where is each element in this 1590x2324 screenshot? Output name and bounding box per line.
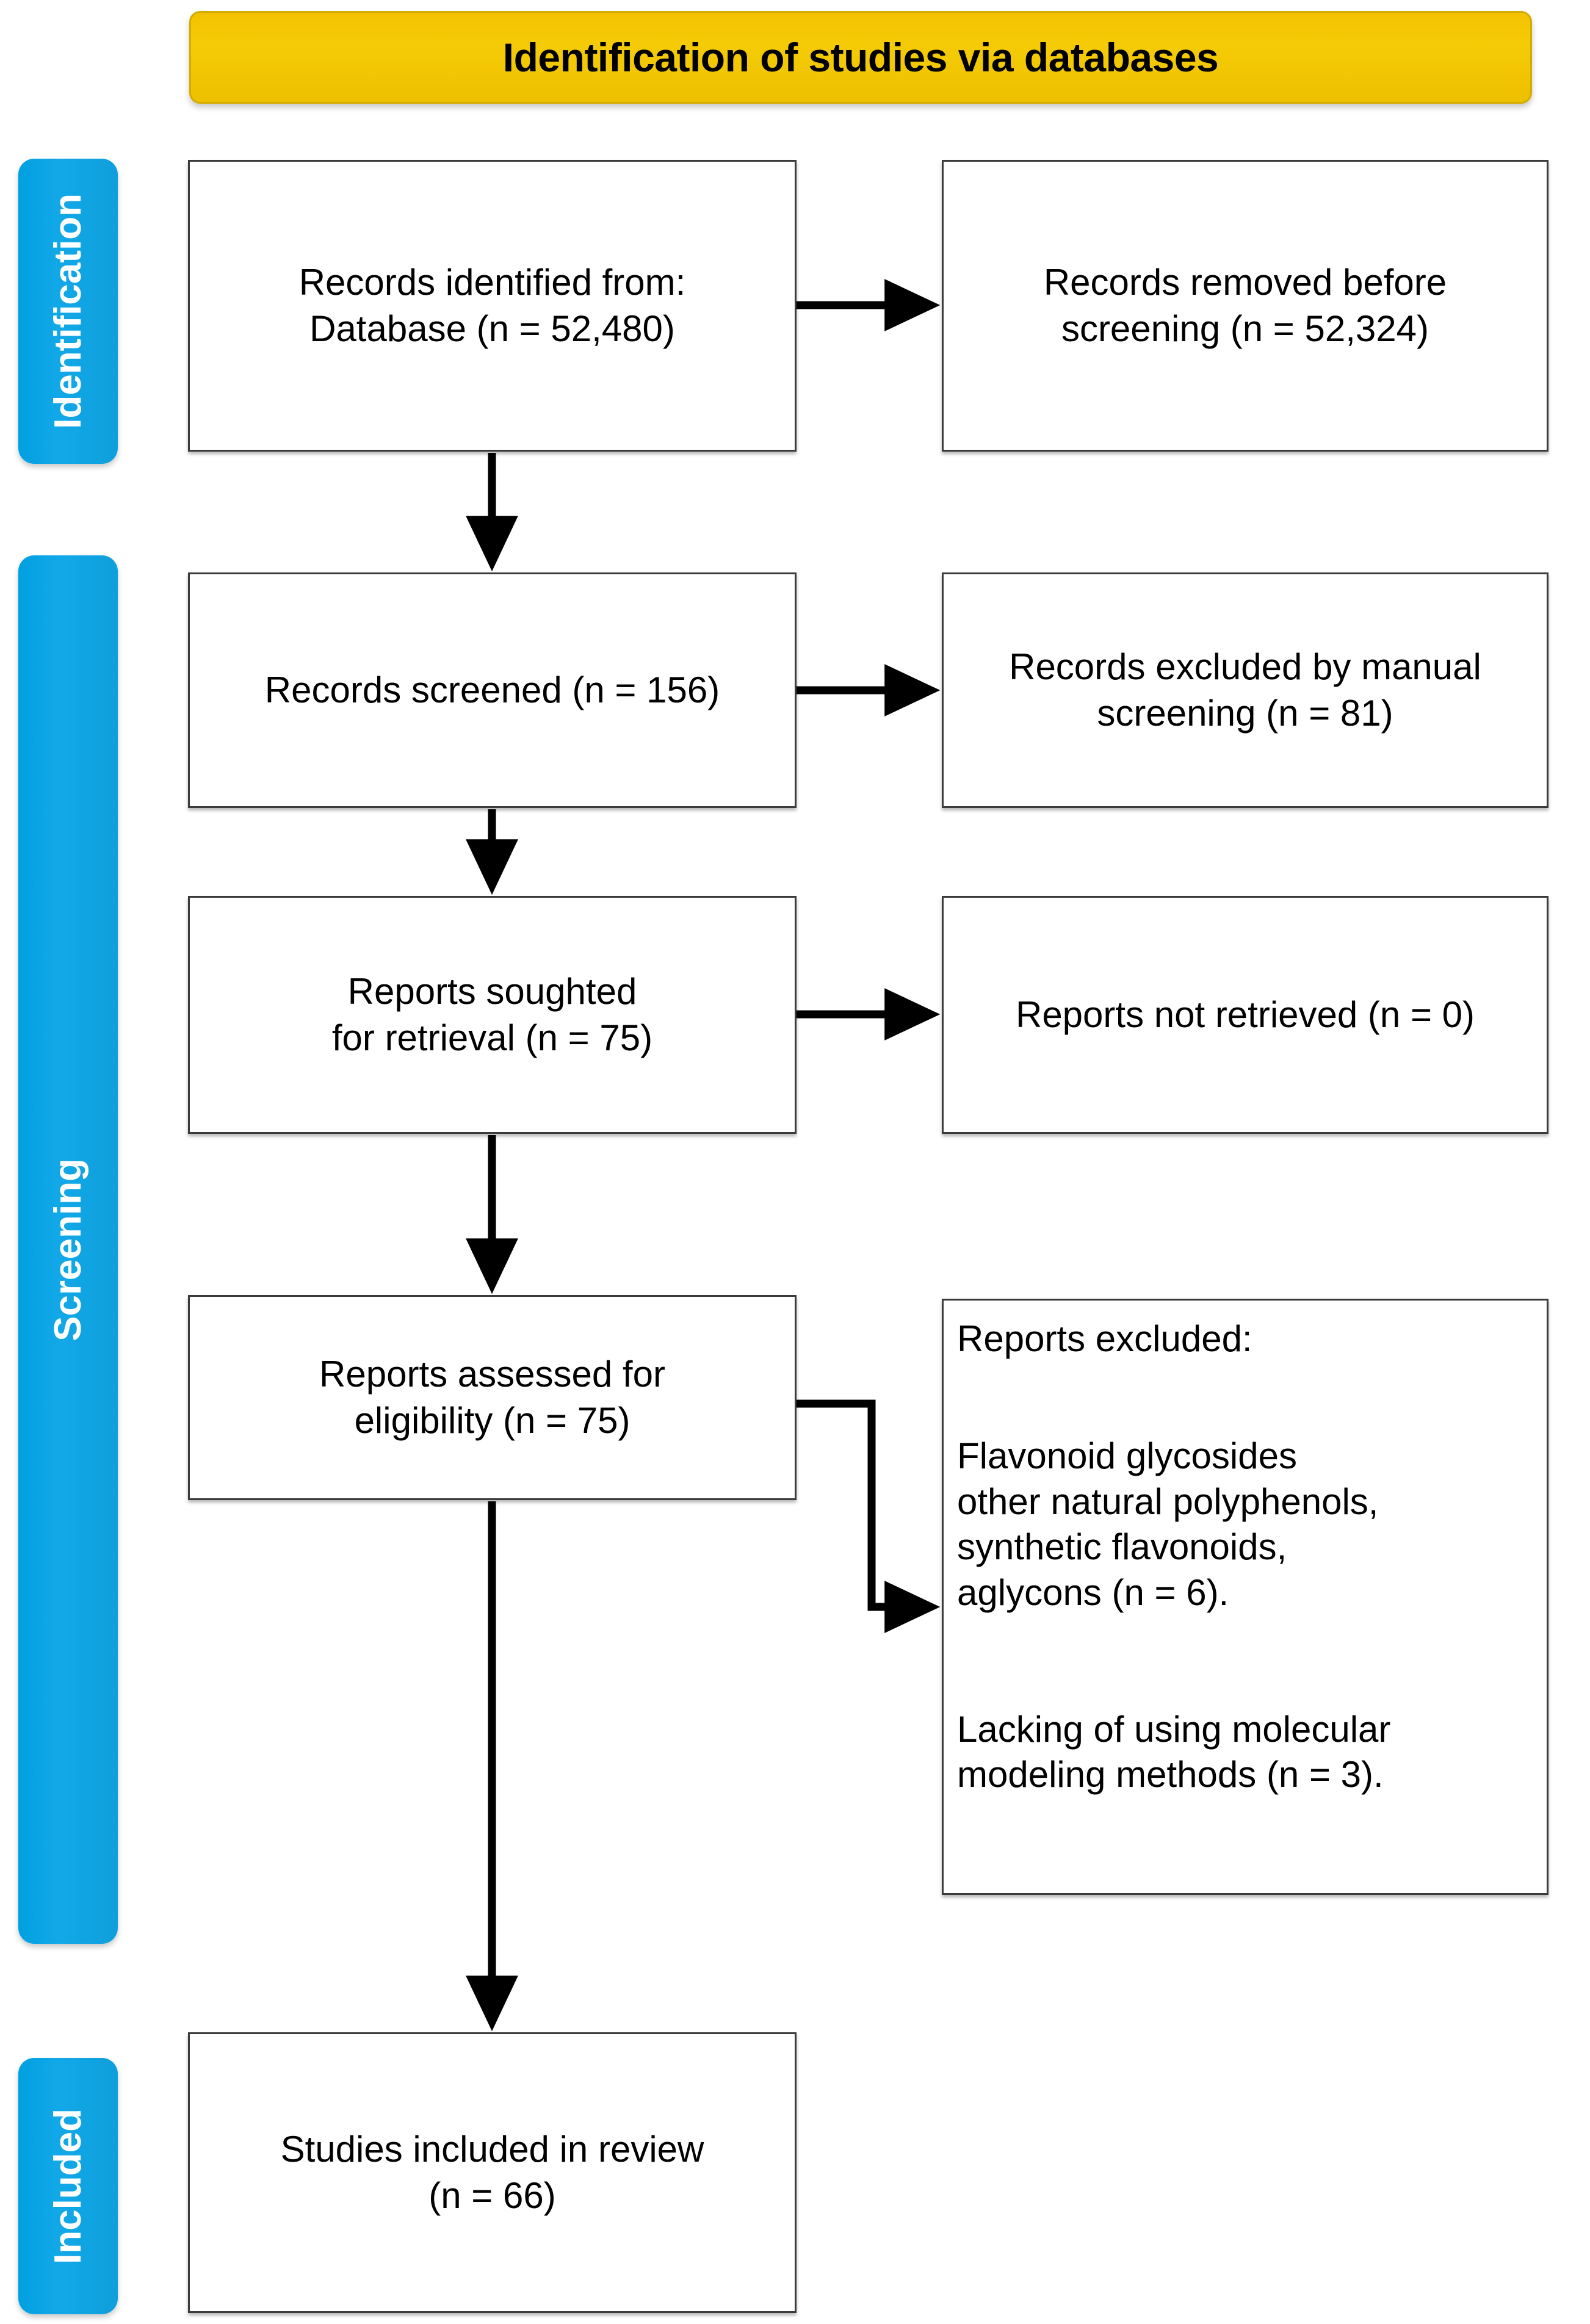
reports-excluded-reason-1: Flavonoid glycosides other natural polyp… — [957, 1435, 1379, 1613]
box-records-excluded-manual: Records excluded by manual screening (n … — [942, 572, 1548, 808]
header-banner: Identification of studies via databases — [189, 11, 1532, 104]
box-reports-assessed: Reports assessed for eligibility (n = 75… — [188, 1295, 797, 1500]
box-records-excluded-manual-text: Records excluded by manual screening (n … — [1009, 646, 1481, 734]
box-reports-sought: Reports soughted for retrieval (n = 75) — [188, 896, 797, 1134]
stage-label-identification: Identification — [46, 193, 89, 429]
reports-excluded-reason-2: Lacking of using molecular modeling meth… — [957, 1708, 1391, 1795]
box-records-identified-text: Records identified from: Database (n = 5… — [298, 262, 686, 349]
stage-label-screening: Screening — [46, 1158, 89, 1341]
box-reports-not-retrieved: Reports not retrieved (n = 0) — [942, 896, 1548, 1134]
header-title: Identification of studies via databases — [502, 34, 1219, 80]
box-records-removed: Records removed before screening (n = 52… — [942, 160, 1548, 452]
box-reports-not-retrieved-text: Reports not retrieved (n = 0) — [1015, 994, 1475, 1036]
box-reports-excluded: Reports excluded: Flavonoid glycosides o… — [942, 1299, 1548, 1895]
reports-excluded-heading: Reports excluded: — [957, 1318, 1252, 1359]
box-records-screened-text: Records screened (n = 156) — [264, 669, 720, 711]
stage-bar-identification: Identification — [18, 159, 118, 464]
stage-bar-screening: Screening — [18, 555, 118, 1944]
box-studies-included-text: Studies included in review (n = 66) — [280, 2129, 704, 2216]
box-records-removed-text: Records removed before screening (n = 52… — [1043, 262, 1447, 349]
box-reports-assessed-text: Reports assessed for eligibility (n = 75… — [319, 1354, 665, 1441]
box-records-identified: Records identified from: Database (n = 5… — [188, 160, 797, 452]
box-reports-sought-text: Reports soughted for retrieval (n = 75) — [331, 971, 653, 1058]
stage-bar-included: Included — [18, 2058, 118, 2314]
box-studies-included: Studies included in review (n = 66) — [188, 2032, 797, 2313]
arrow-assessed-to-excluded — [797, 1399, 941, 1633]
stage-label-included: Included — [46, 2108, 89, 2264]
box-records-screened: Records screened (n = 156) — [188, 572, 797, 808]
